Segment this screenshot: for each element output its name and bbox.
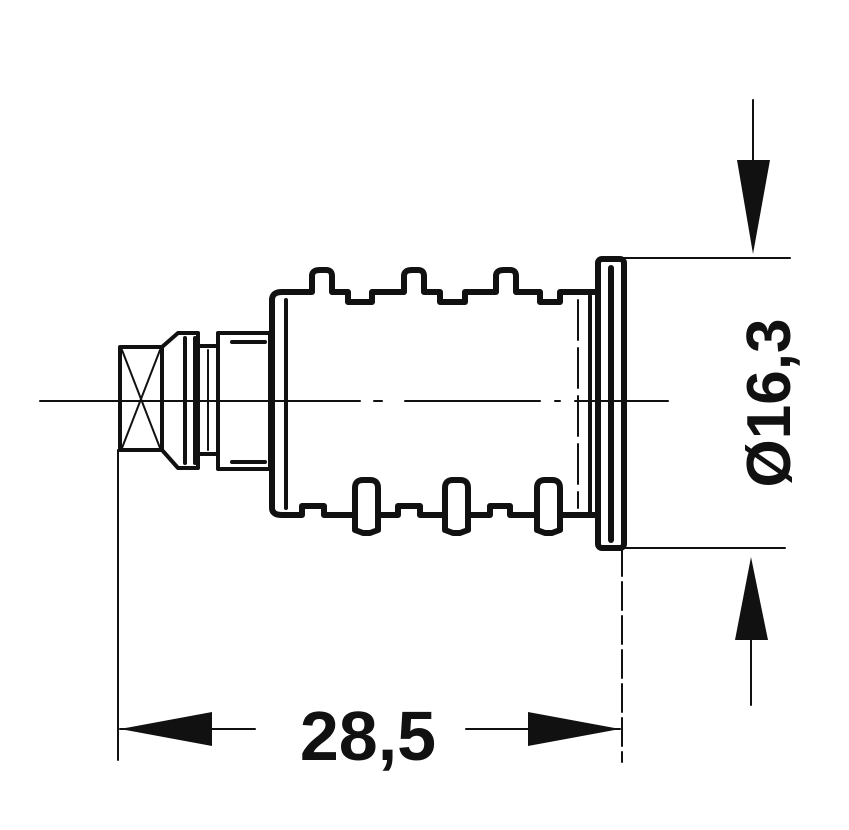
arrow-left-icon — [120, 712, 212, 746]
length-dimension: 28,5 — [117, 449, 623, 775]
cylinder-body — [269, 267, 601, 536]
arrow-up-icon — [735, 557, 768, 640]
front-flange — [595, 256, 627, 551]
length-label: 28,5 — [300, 697, 436, 775]
arrow-right-icon — [528, 712, 620, 746]
arrow-down-icon — [737, 160, 770, 254]
key-tip-square — [118, 345, 164, 452]
diameter-dimension: Ø16,3 — [623, 99, 804, 706]
collar-rings — [160, 331, 220, 470]
diameter-label: Ø16,3 — [735, 319, 804, 488]
